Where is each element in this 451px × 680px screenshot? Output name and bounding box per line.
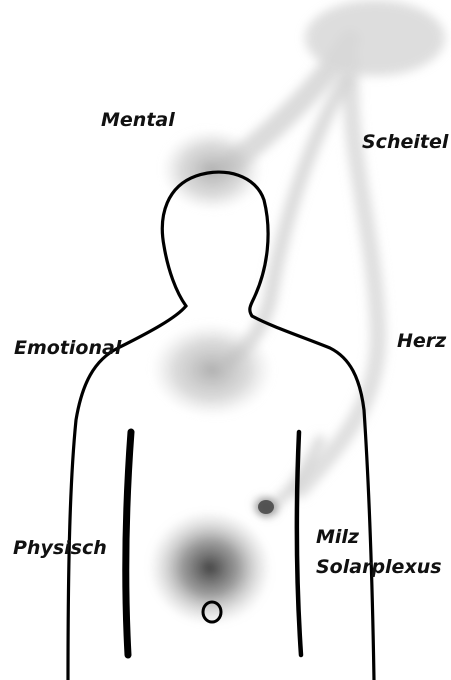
milz-dot [258, 500, 274, 514]
energy-streams [230, 40, 378, 510]
aura-emotional [150, 322, 274, 418]
aura-cloud-top [305, 0, 445, 76]
aura-mental [160, 128, 264, 212]
label-solarplexus: Solarplexus [316, 557, 442, 579]
right-torso-line [297, 432, 301, 655]
label-emotional: Emotional [14, 338, 121, 360]
label-mental: Mental [101, 110, 175, 132]
label-scheitel: Scheitel [362, 132, 448, 154]
label-physisch: Physisch [13, 538, 107, 560]
label-herz: Herz [397, 331, 446, 353]
aura-solarplexus [148, 510, 272, 626]
left-torso-line [126, 432, 131, 655]
label-milz: Milz [316, 527, 359, 549]
